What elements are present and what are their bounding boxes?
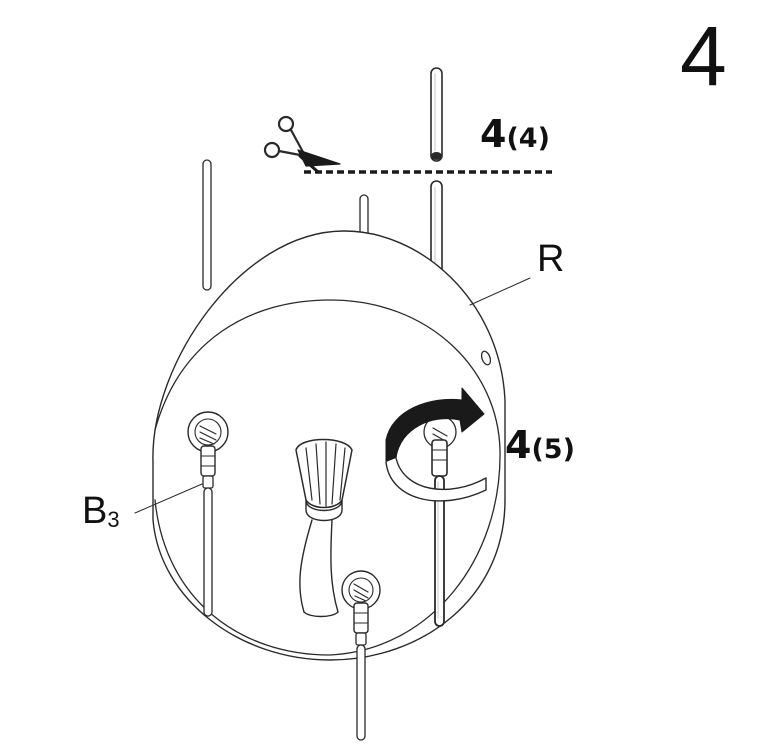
leader-line-b3 bbox=[134, 483, 203, 514]
rotate-step-label: 4(5) bbox=[505, 426, 575, 464]
housing-screw-hole bbox=[480, 350, 492, 366]
connector-right bbox=[423, 415, 457, 627]
part-label-b-number: 3 bbox=[107, 507, 120, 532]
rear-rod-left bbox=[202, 159, 212, 291]
leader-line-r bbox=[469, 277, 531, 306]
cut-step-main: 4 bbox=[480, 112, 507, 156]
rotate-step-sub: (5) bbox=[531, 434, 575, 465]
part-label-b3: B3 bbox=[82, 492, 120, 531]
cut-step-label: 4(4) bbox=[480, 115, 550, 153]
part-label-r: R bbox=[537, 238, 565, 280]
scissors-icon bbox=[263, 115, 341, 174]
connector-left bbox=[187, 411, 229, 617]
rotate-step-main: 4 bbox=[505, 423, 532, 467]
step-number: 4 bbox=[680, 9, 727, 103]
cut-step-sub: (4) bbox=[506, 123, 550, 154]
part-label-b-letter: B bbox=[82, 490, 108, 532]
cable-gland bbox=[295, 438, 353, 618]
connector-bottom bbox=[341, 570, 381, 741]
clockwise-arrow-icon bbox=[385, 387, 487, 502]
top-rod-upper bbox=[430, 67, 443, 162]
